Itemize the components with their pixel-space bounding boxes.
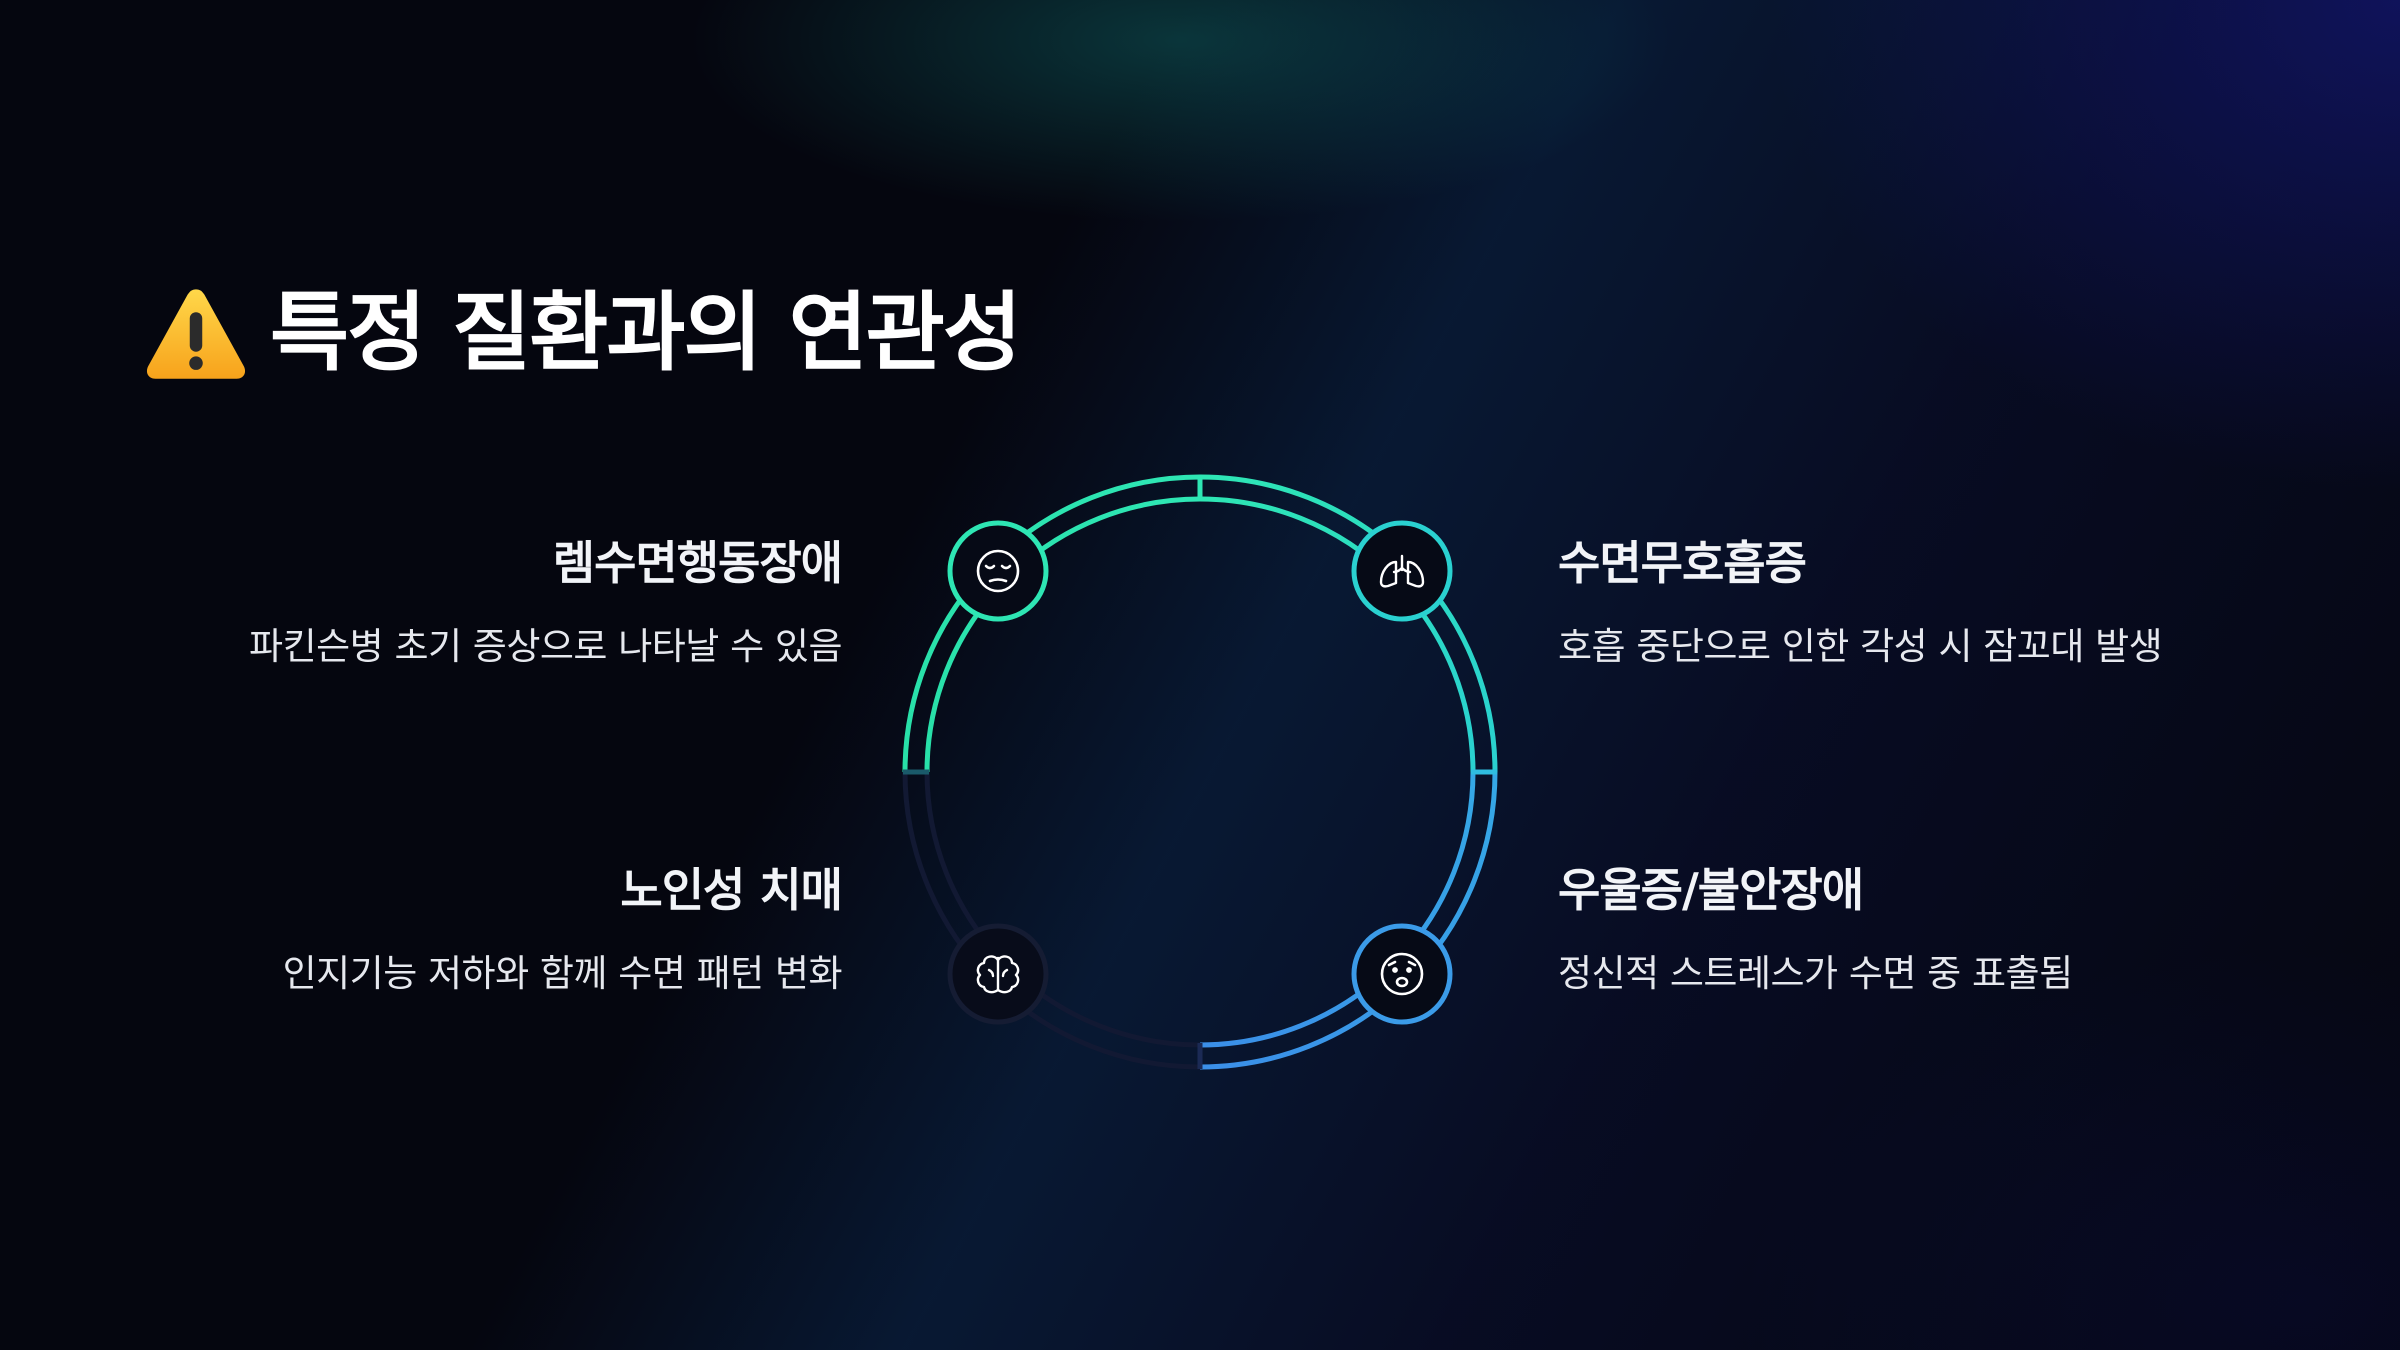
item-title: 우울증/불안장애 bbox=[1558, 863, 1864, 917]
node-dementia[interactable] bbox=[947, 923, 1049, 1025]
arc-segment-bottom-right bbox=[1199, 771, 1498, 1070]
item-title: 렘수면행동장애 bbox=[552, 536, 843, 590]
lungs-icon bbox=[1379, 554, 1425, 588]
node-depression-anxiety[interactable] bbox=[1351, 923, 1453, 1025]
title-text: 특정 질환과의 연관성 bbox=[270, 283, 1022, 383]
item-description: 호흡 중단으로 인한 각성 시 잠꼬대 발생 bbox=[1558, 625, 2163, 668]
item-rem-sleep-disorder: 렘수면행동장애 파킨슨병 초기 증상으로 나타날 수 있음 bbox=[82, 536, 843, 668]
item-dementia: 노인성 치매 인지기능 저하와 함께 수면 패턴 변화 bbox=[82, 863, 843, 995]
warning-icon bbox=[146, 289, 246, 379]
item-sleep-apnea: 수면무호흡증 호흡 중단으로 인한 각성 시 잠꼬대 발생 bbox=[1558, 540, 2318, 665]
item-description: 정신적 스트레스가 수면 중 표출됨 bbox=[1558, 952, 2073, 995]
arc-segment-top-left bbox=[902, 474, 1201, 773]
page-title: 특정 질환과의 연관성 bbox=[144, 278, 1022, 388]
face-worried-icon bbox=[1380, 952, 1424, 996]
arc-segment-bottom-left bbox=[902, 771, 1201, 1070]
arc-segment-top-right bbox=[1199, 474, 1498, 773]
face-sleeping-icon bbox=[976, 549, 1020, 593]
item-title: 노인성 치매 bbox=[620, 863, 843, 917]
brain-icon bbox=[976, 955, 1020, 994]
node-rem-sleep[interactable] bbox=[947, 520, 1049, 622]
item-description: 파킨슨병 초기 증상으로 나타날 수 있음 bbox=[249, 625, 842, 668]
item-title: 수면무호흡증 bbox=[1558, 536, 1807, 590]
item-description: 인지기능 저하와 함께 수면 패턴 변화 bbox=[282, 952, 843, 995]
item-depression-anxiety: 우울증/불안장애 정신적 스트레스가 수면 중 표출됨 bbox=[1558, 867, 2318, 992]
node-sleep-apnea[interactable] bbox=[1351, 520, 1453, 622]
